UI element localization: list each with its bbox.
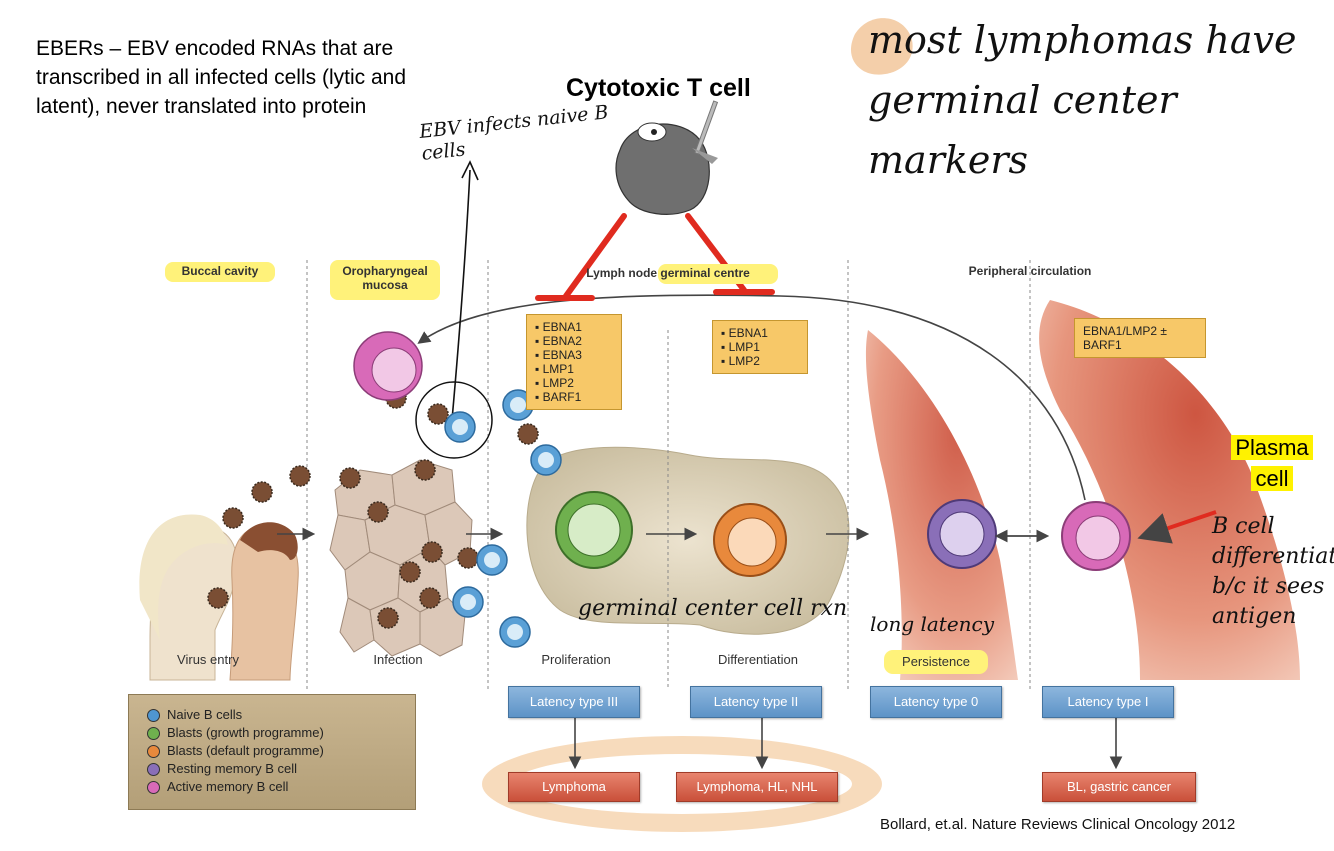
legend-label: Blasts (growth programme) [167,725,324,740]
virus-entry-people [139,514,299,681]
header-peripheral-circulation: Peripheral circulation [968,264,1092,278]
gene-box-latency-iii: EBNA1 EBNA2 EBNA3 LMP1 LMP2 BARF1 [526,314,622,410]
legend-label: Resting memory B cell [167,761,298,776]
gene-item: LMP2 [721,354,799,368]
note-long-latency: long latency [870,612,995,636]
growth-blast-swatch [147,727,160,740]
latency-type-iii: Latency type III [508,686,640,718]
cell-type-legend: Naive B cells Blasts (growth programme) … [128,694,416,810]
active-memory-swatch [147,781,160,794]
header-buccal-cavity: Buccal cavity [181,264,259,278]
latency-type-0: Latency type 0 [870,686,1002,718]
gene-item: BARF1 [535,390,613,404]
gene-item: LMP1 [535,362,613,376]
disease-lymphoma: Lymphoma [508,772,640,802]
gene-box-latency-ii: EBNA1 LMP1 LMP2 [712,320,808,374]
legend-item-naive: Naive B cells [147,707,243,723]
cytotoxic-t-cell-title: Cytotoxic T cell [566,74,751,102]
stage-persistence: Persistence [902,654,970,669]
header-lymph-node: Lymph node germinal centre [586,266,750,280]
note-b-cell-diff: B cell differentiates b/c it sees antige… [1212,514,1334,629]
plasma-cell-label: Plasma cell [1222,432,1322,494]
return-arc [417,294,1086,501]
resting-memory-swatch [147,763,160,776]
gene-item: EBNA1 [721,326,799,340]
plasma-word: Plasma [1231,435,1313,460]
latency-type-ii: Latency type II [690,686,822,718]
gene-item: EBNA2 [535,334,613,348]
stage-proliferation: Proliferation [541,652,611,667]
gene-item: LMP2 [535,376,613,390]
legend-label: Blasts (default programme) [167,743,324,758]
gene-item: EBNA1 [535,320,613,334]
blood-vessel-left [865,330,1018,680]
blood-vessel-right [1039,300,1300,680]
stage-infection: Infection [373,652,423,667]
legend-label: Active memory B cell [167,779,289,794]
eber-description: EBERs – EBV encoded RNAs that are transc… [36,37,407,118]
disease-bl-gastric-cancer: BL, gastric cancer [1042,772,1196,802]
latency-type-i: Latency type I [1042,686,1174,718]
note-most-lymphomas: most lymphomas have germinal center mark… [868,18,1297,182]
legend-item-default-blast: Blasts (default programme) [147,743,324,759]
stage-virus-entry: Virus entry [177,652,239,667]
note-germinal-reaction: germinal center cell rxn [578,596,848,621]
legend-label: Naive B cells [167,707,243,722]
gene-item: LMP1 [721,340,799,354]
legend-item-resting-memory: Resting memory B cell [147,761,298,777]
default-blast-swatch [147,745,160,758]
disease-lymphoma-hl-nhl: Lymphoma, HL, NHL [676,772,838,802]
most-lymphomas-highlight [850,18,913,75]
cell-word: cell [1251,466,1293,491]
legend-item-active-memory: Active memory B cell [147,779,289,795]
mucosa-cells [329,459,473,657]
citation: Bollard, et.al. Nature Reviews Clinical … [880,816,1236,833]
stage-differentiation: Differentiation [718,652,798,667]
naive-b-cell-swatch [147,709,160,722]
gene-item: EBNA3 [535,348,613,362]
header-oropharyngeal-mucosa: Oropharyngeal mucosa [342,264,428,292]
cytotoxic-t-cell-figure [615,100,719,215]
gene-box-latency-i: EBNA1/LMP2 ± BARF1 [1074,318,1206,358]
legend-item-growth-blast: Blasts (growth programme) [147,725,324,741]
